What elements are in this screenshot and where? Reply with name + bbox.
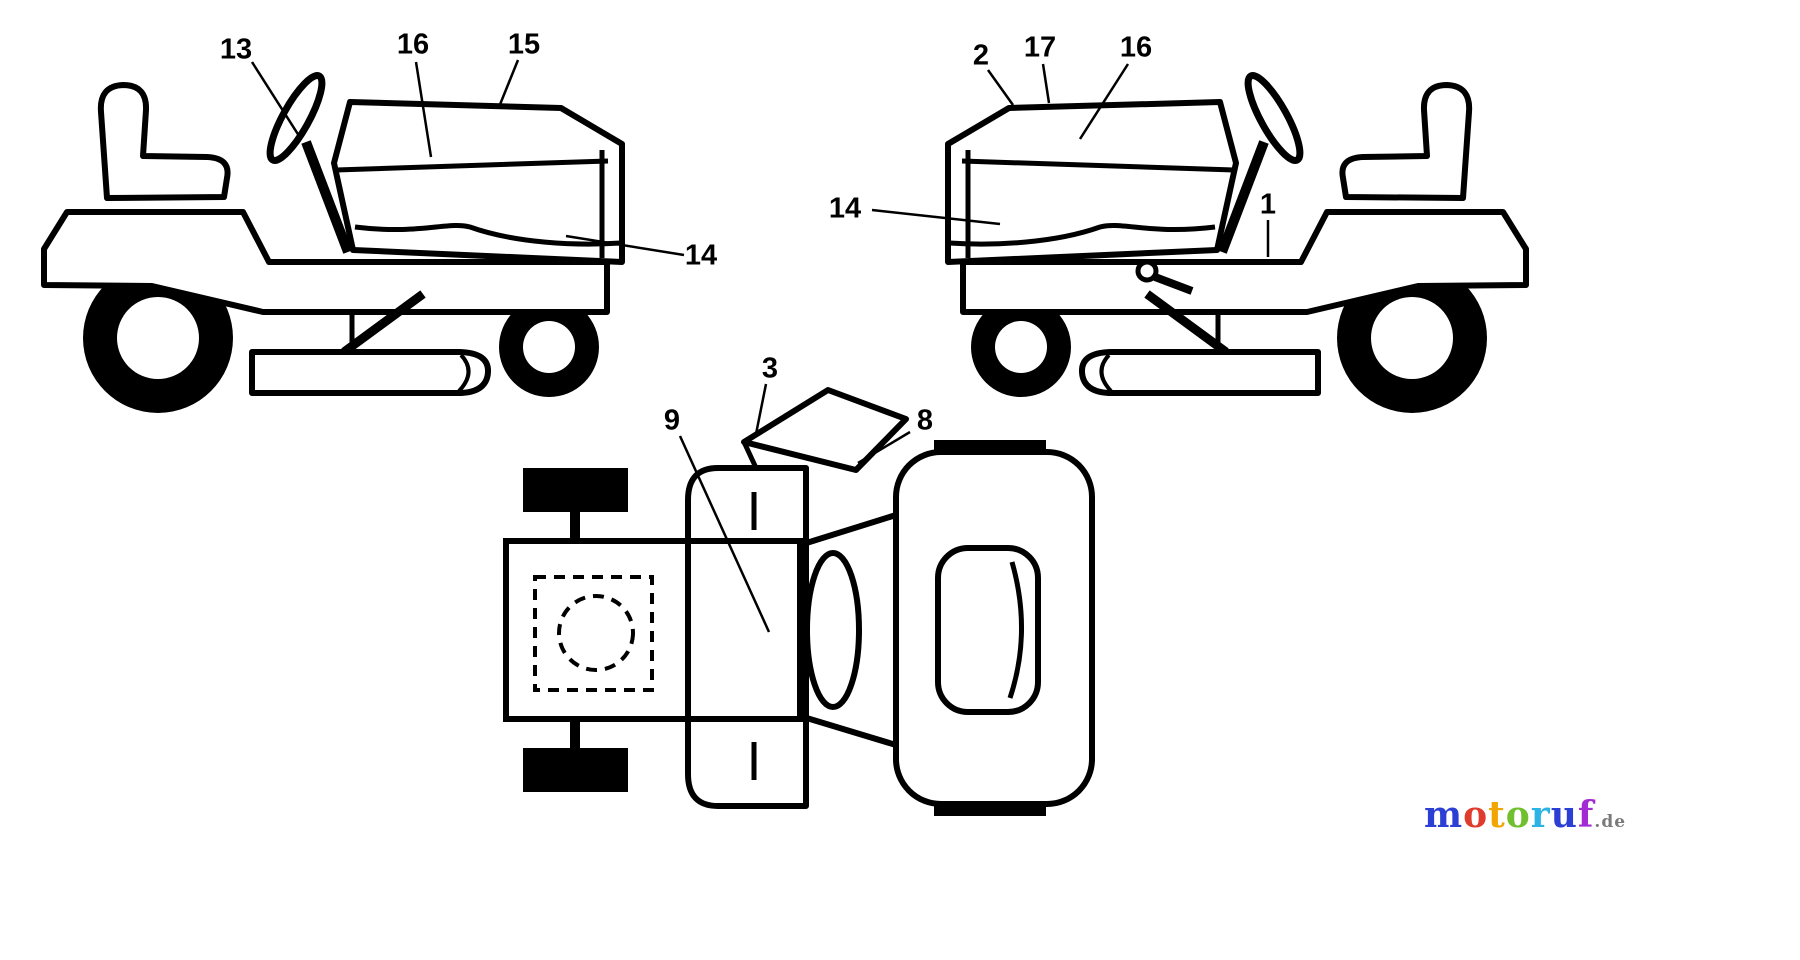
chute-connector-line bbox=[741, 440, 760, 472]
top-view bbox=[503, 387, 1095, 816]
callout-16-left: 16 bbox=[396, 28, 430, 61]
top-chassis bbox=[685, 465, 809, 809]
top-seat-curve bbox=[1007, 561, 1024, 699]
callout-13: 13 bbox=[219, 33, 253, 66]
callout-1: 1 bbox=[1259, 188, 1277, 221]
logo-letter: o bbox=[1505, 794, 1531, 836]
logo-letter: u bbox=[1550, 794, 1578, 836]
callout-16-right: 16 bbox=[1119, 31, 1153, 64]
callout-15: 15 bbox=[507, 28, 541, 61]
top-front-wheel-left bbox=[523, 468, 628, 512]
callout-2: 2 bbox=[972, 39, 990, 72]
callout-14-right: 14 bbox=[828, 192, 862, 225]
logo-suffix: .de bbox=[1594, 812, 1627, 832]
top-seat bbox=[935, 545, 1041, 715]
callout-9: 9 bbox=[663, 404, 681, 437]
top-front-wheel-right bbox=[523, 748, 628, 792]
deck-dashed-circle bbox=[557, 594, 635, 672]
top-steering-wheel bbox=[804, 550, 862, 710]
callout-8: 8 bbox=[916, 404, 934, 437]
logo-letter: f bbox=[1577, 794, 1595, 836]
top-deck bbox=[503, 538, 803, 722]
discharge-chute bbox=[741, 387, 909, 473]
left-side-view bbox=[44, 70, 622, 413]
logo-letter: o bbox=[1463, 794, 1489, 836]
callout-14-left: 14 bbox=[684, 239, 718, 272]
deck-dashed-outline bbox=[533, 575, 654, 692]
right-side-view bbox=[948, 70, 1526, 413]
callout-leader-lines bbox=[250, 59, 1270, 633]
logo-letter: m bbox=[1424, 794, 1464, 836]
motoruf-logo[interactable]: motoruf.de bbox=[1424, 794, 1626, 836]
logo-letter: t bbox=[1488, 794, 1506, 836]
logo-letter: r bbox=[1530, 794, 1551, 836]
callout-17: 17 bbox=[1023, 31, 1057, 64]
callout-3: 3 bbox=[761, 352, 779, 385]
ignition-key bbox=[1135, 259, 1194, 295]
